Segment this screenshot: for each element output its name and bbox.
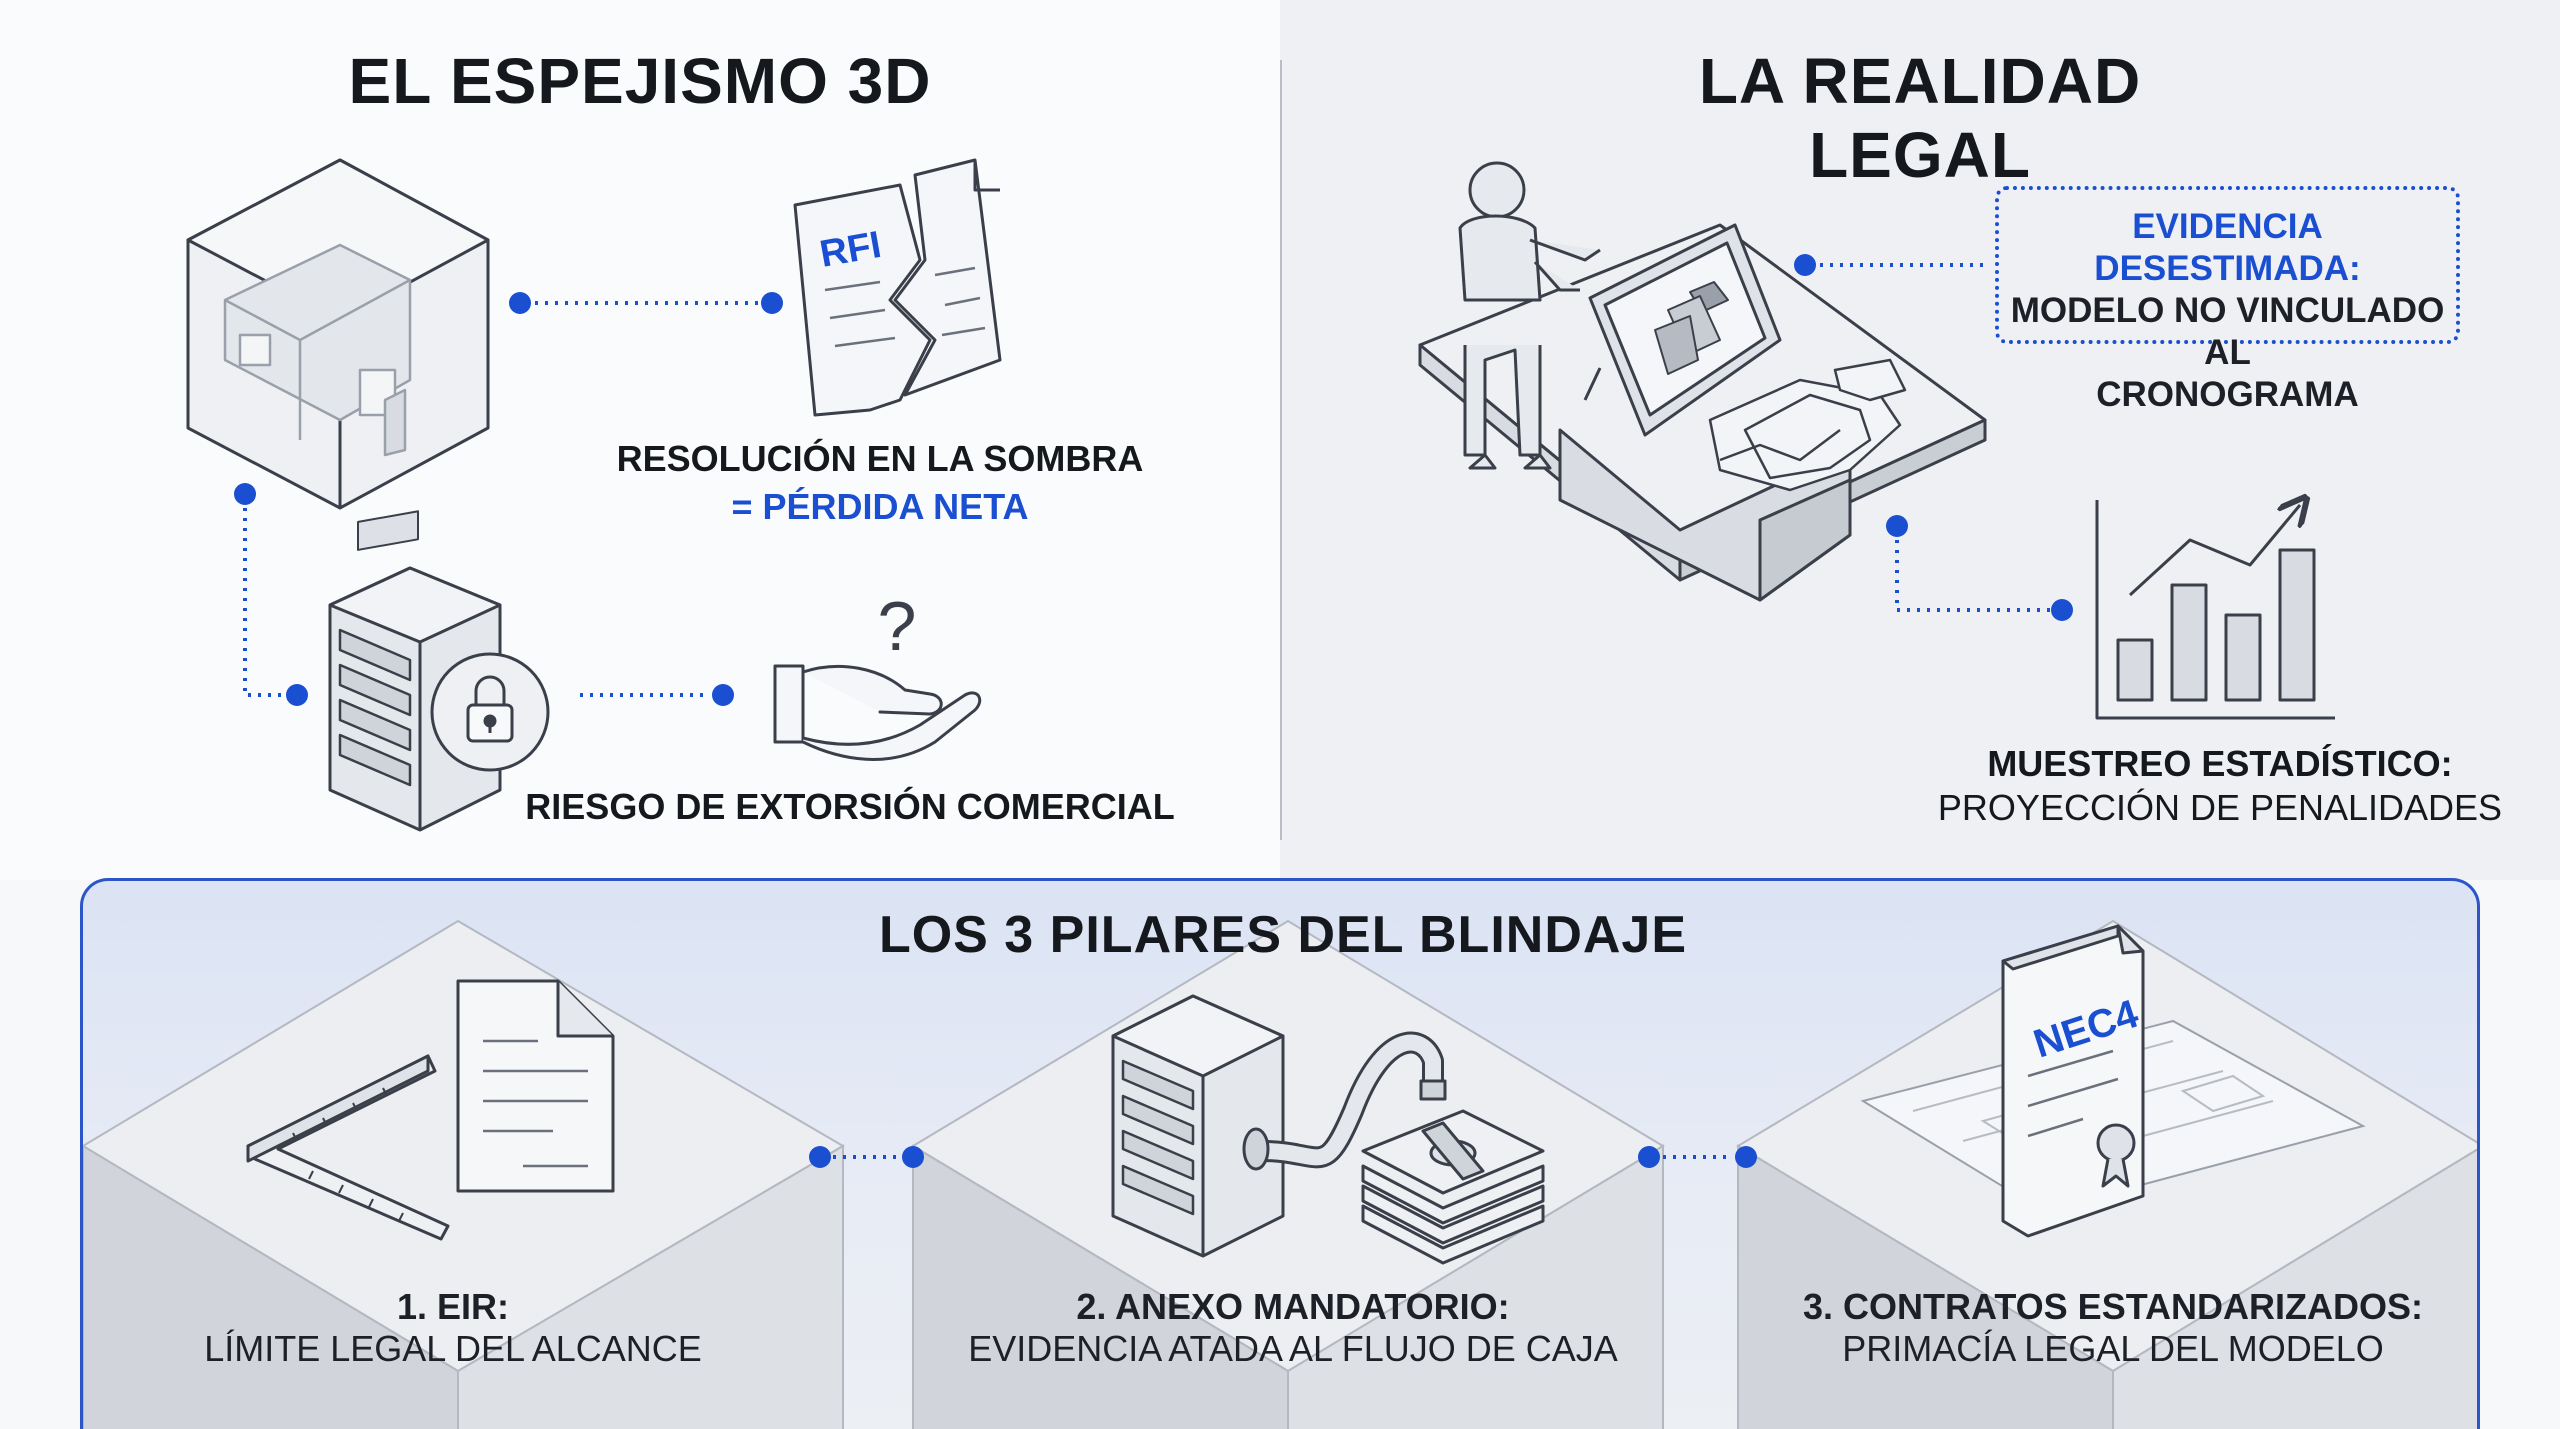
rfi-text: RFI — [817, 224, 885, 276]
torn-rfi-document-icon — [793, 158, 1002, 417]
pillar-1-number: 1. EIR: — [396, 1286, 510, 1327]
question-mark-icon: ? — [878, 587, 917, 665]
pillar-connector-2-3 — [1638, 1146, 1757, 1168]
glass-cube-icon — [186, 158, 490, 510]
pillar-label-3: 3. CONTRATOS ESTANDARIZADOS: PRIMACÍA LE… — [1793, 1286, 2433, 1370]
square-ruler-icon — [246, 1054, 450, 1241]
sampling-label-line2: PROYECCIÓN DE PENALIDADES — [1937, 787, 2503, 828]
resolution-label-line2: = PÉRDIDA NETA — [731, 486, 1029, 527]
extortion-label: RIESGO DE EXTORSIÓN COMERCIAL — [525, 786, 1175, 827]
document-icon — [456, 979, 615, 1193]
connector-server-hand — [580, 684, 734, 706]
pillar-3-number: 3. CONTRATOS ESTANDARIZADOS: — [1802, 1286, 2423, 1327]
pillar-1-desc: LÍMITE LEGAL DEL ALCANCE — [204, 1328, 702, 1369]
pillar-label-1: 1. EIR: LÍMITE LEGAL DEL ALCANCE — [173, 1286, 733, 1370]
evidence-line2: MODELO NO VINCULADO AL — [2010, 291, 2445, 372]
panel-divider — [1280, 60, 1282, 840]
pillars-art: NEC4 — [83, 919, 2477, 1429]
evidence-line1: EVIDENCIA DESESTIMADA: — [2094, 207, 2361, 288]
nec4-contract-icon — [2001, 924, 2145, 1238]
evidence-line3: CRONOGRAMA — [2096, 375, 2359, 414]
evidence-dismissed-box: EVIDENCIA DESESTIMADA: MODELO NO VINCULA… — [1995, 186, 2460, 414]
connector-desk-chart — [1886, 515, 2073, 621]
left-panel-title: EL ESPEJISMO 3D — [348, 45, 932, 117]
right-panel-title: LA REALIDAD LEGAL — [1698, 45, 2142, 191]
connector-desk-evidence — [1794, 254, 1985, 276]
resolution-label: RESOLUCIÓN EN LA SOMBRA = PÉRDIDA NETA — [600, 435, 1160, 531]
crumpled-papers-icon — [1708, 358, 1907, 492]
connector-cube-rfi — [509, 292, 783, 314]
connector-cube-server — [234, 483, 308, 706]
resolution-label-line1: RESOLUCIÓN EN LA SOMBRA — [616, 438, 1144, 479]
open-hand-icon — [773, 664, 982, 761]
server-pipeline-icon — [1111, 994, 1447, 1258]
pillars-title: LOS 3 PILARES DEL BLINDAJE — [878, 906, 1688, 964]
top-illustrations: RFI ? — [186, 158, 2335, 832]
pillar-2-desc: EVIDENCIA ATADA AL FLUJO DE CAJA — [968, 1328, 1618, 1369]
cash-stack-icon — [1361, 1109, 1545, 1265]
tablet-icon — [1583, 223, 1782, 437]
sampling-label-line1: MUESTREO ESTADÍSTICO: — [1987, 743, 2453, 784]
pillar-2-number: 2. ANEXO MANDATORIO: — [1076, 1286, 1510, 1327]
locked-server-icon — [328, 510, 550, 832]
pillar-3-desc: PRIMACÍA LEGAL DEL MODELO — [1842, 1328, 2384, 1369]
sampling-label: MUESTREO ESTADÍSTICO: PROYECCIÓN DE PENA… — [1910, 742, 2530, 830]
pillar-label-2: 2. ANEXO MANDATORIO: EVIDENCIA ATADA AL … — [953, 1286, 1633, 1370]
bar-chart-icon — [2095, 500, 2335, 720]
pillar-connector-1-2 — [809, 1146, 924, 1168]
pillars-section: NEC4 LOS 3 PILARES DEL BLINDAJE 1. EIR: … — [80, 878, 2480, 1429]
